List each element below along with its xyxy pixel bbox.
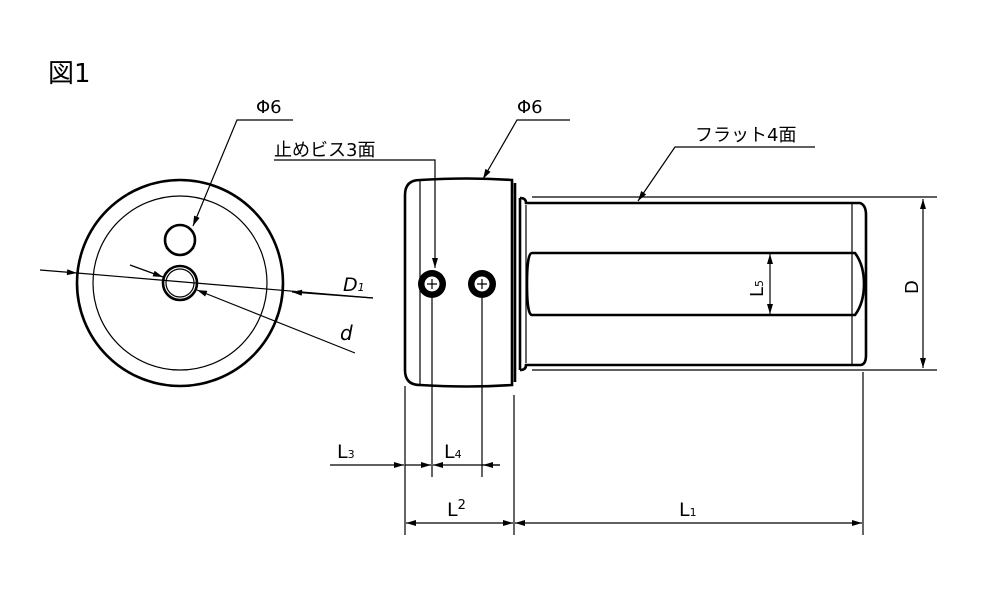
figure-title: 図1 — [48, 59, 91, 89]
phi6-front-label: Φ6 — [256, 97, 282, 118]
side-view: 止めビス3面 Φ6 フラット4面 D L5 — [274, 97, 937, 388]
d1-label: D1 — [343, 274, 365, 296]
shaft — [519, 196, 868, 372]
phi6-side-label: Φ6 — [517, 97, 543, 118]
set-screw-leader — [274, 159, 438, 268]
upper-hole-shadow — [165, 247, 195, 256]
phi6-side-leader — [482, 119, 570, 180]
D-label: D — [902, 280, 923, 294]
set-screw-2 — [468, 270, 496, 298]
front-view: Φ6 D1 d — [39, 97, 374, 388]
plus-icon — [477, 279, 487, 289]
flat-slot — [525, 251, 866, 317]
flat-label: フラット4面 — [695, 125, 796, 146]
flat-leader — [637, 146, 815, 202]
outer-circle — [75, 178, 285, 388]
set-screw-1 — [418, 270, 446, 298]
l5-label: L5 — [747, 280, 768, 297]
l4-label: L4 — [444, 441, 462, 463]
l1-label: L1 — [679, 499, 697, 521]
l3-label: L3 — [337, 441, 355, 463]
set-screw-label: 止めビス3面 — [274, 140, 375, 161]
length-dimensions: L3 L4 L2 L1 — [330, 298, 864, 535]
l2-label: L2 — [447, 498, 466, 521]
plus-icon — [427, 279, 437, 289]
d-label: d — [340, 321, 353, 345]
inner-circle — [92, 195, 268, 371]
head — [403, 177, 514, 388]
phi6-front-leader — [192, 119, 293, 227]
d-dimension-line — [129, 264, 164, 278]
